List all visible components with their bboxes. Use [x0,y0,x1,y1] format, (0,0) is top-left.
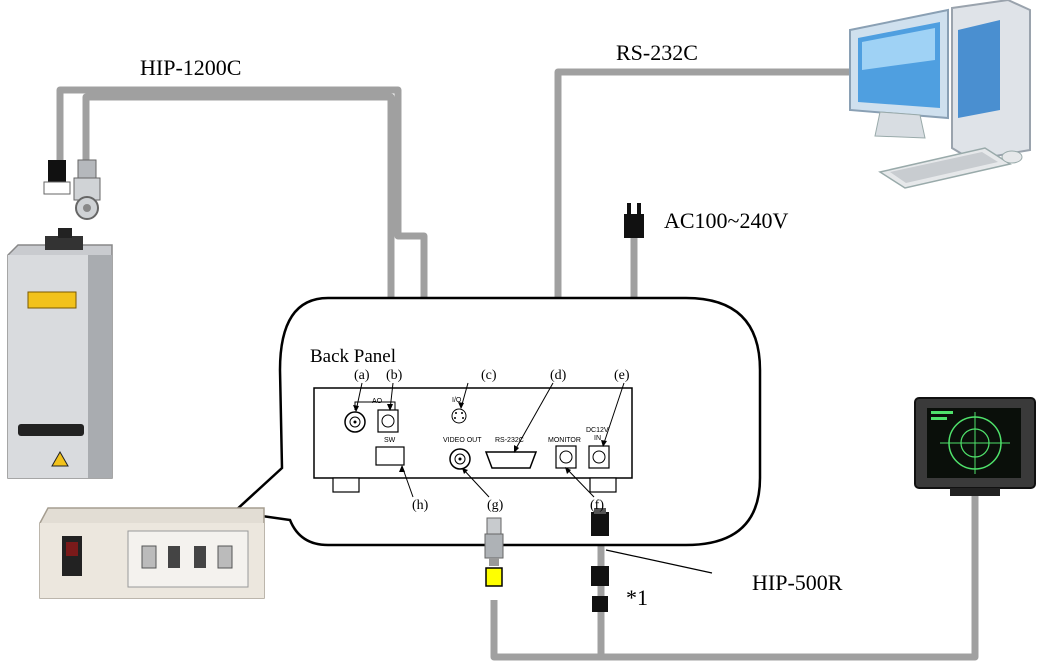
sensor-cable-b [82,93,395,310]
rs232-cable [554,68,858,322]
crt-monitor-icon [914,397,1036,496]
callout-h: (h) [412,498,429,513]
io-label: I/O [452,397,462,404]
callout-a: (a) [354,368,370,383]
callout-g: (g) [487,498,504,513]
back-panel-title: Back Panel [310,346,397,367]
laser-sensor-icon [7,228,113,479]
io-din-connector-icon [451,408,467,424]
rca-plug-icon [484,517,504,587]
bnc-connector-icon [73,159,101,220]
callout-b: (b) [386,368,403,383]
switch-icon [375,446,405,466]
callout-c: (c) [481,368,497,383]
arrowheads [353,402,607,474]
sensor-cable-label: HIP-1200C [140,55,242,80]
controller-icon [39,507,265,599]
callout-f: (f) [590,498,604,513]
video-cable-connectors [484,508,713,612]
power-plug-icon [624,203,644,238]
note-marker: *1 [626,585,648,610]
monitor-cable [490,495,979,661]
monitor-cable-label: HIP-500R [752,570,843,595]
plug-icon [48,160,66,186]
in-label: IN [594,435,601,442]
back-panel [313,387,633,493]
monitor-label: MONITOR [548,437,581,444]
sensor-cable-a [56,86,428,306]
sw-label: SW [384,437,396,444]
dc12v-label: DC12V [586,427,609,434]
power-label: AC100~240V [664,208,789,233]
callout-d: (d) [550,368,567,383]
computer-icon [849,0,1031,189]
rs232-label: RS-232C [495,437,524,444]
plug-icon [591,508,609,612]
serial-cable-label: RS-232C [616,40,698,65]
video-out-label: VIDEO OUT [443,437,482,444]
callout-e: (e) [614,368,630,383]
ao-label: AO [372,398,383,405]
rs232-port-icon [484,451,538,469]
